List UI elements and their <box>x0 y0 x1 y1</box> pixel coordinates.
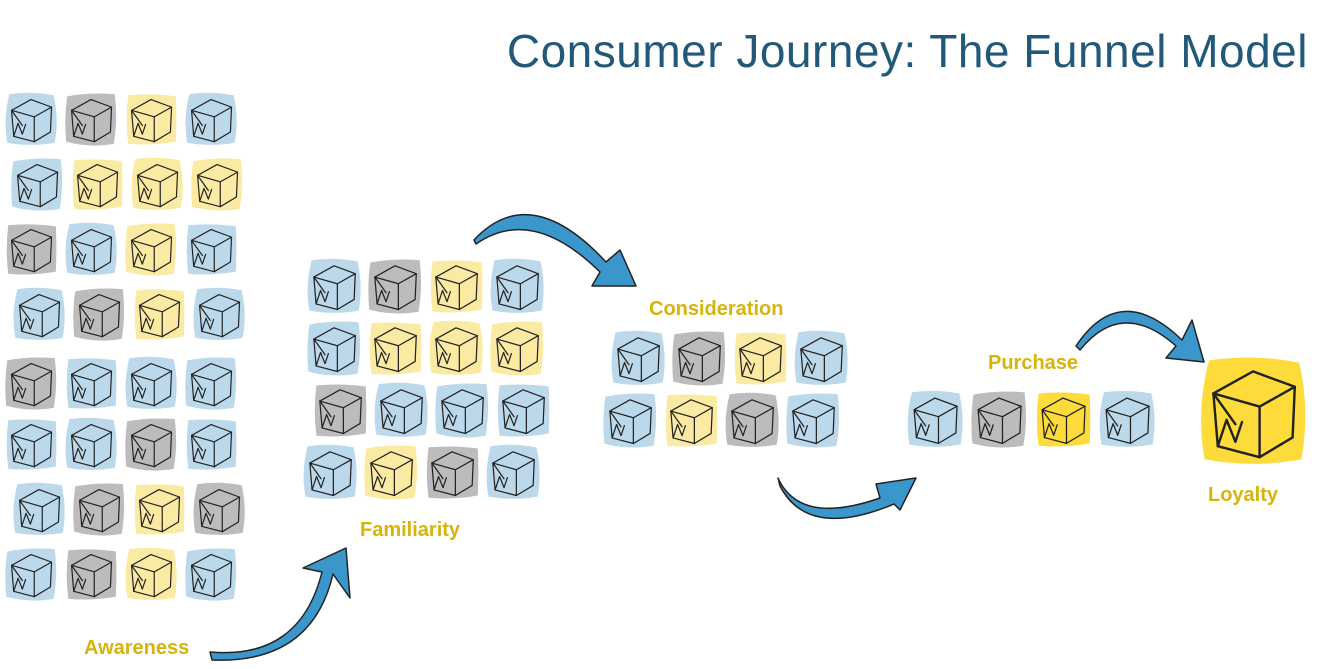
stage-label-purchase: Purchase <box>988 352 1079 374</box>
stage-label-consideration: Consideration <box>649 298 784 320</box>
stage-label-loyalty: Loyalty <box>1208 484 1279 506</box>
arrow-consideration-to-purchase <box>777 477 917 520</box>
stage-label-familiarity: Familiarity <box>360 519 461 541</box>
diagram-title: Consumer Journey: The Funnel Model <box>506 25 1308 77</box>
arrow-purchase-to-loyalty <box>1075 310 1205 363</box>
stage-label-awareness: Awareness <box>84 637 190 659</box>
arrow-awareness-to-familiarity <box>209 547 351 661</box>
arrow-familiarity-to-consideration <box>473 213 637 287</box>
